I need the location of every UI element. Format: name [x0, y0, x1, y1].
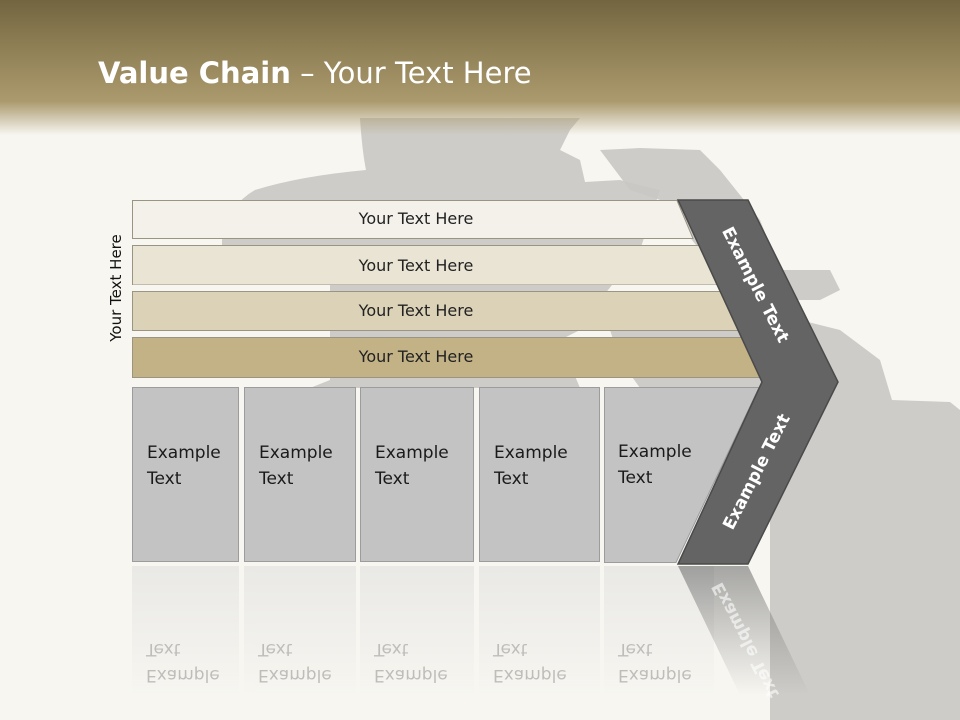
row-2[interactable]: Your Text Here — [132, 245, 718, 285]
row-1[interactable]: Your Text Here — [132, 200, 694, 239]
column-5-shape — [604, 387, 760, 563]
vertical-label: Your Text Here — [107, 234, 125, 342]
row-label: Your Text Here — [358, 301, 474, 320]
row-label: Your Text Here — [358, 256, 474, 275]
row-label: Your Text Here — [358, 209, 474, 228]
value-chevron[interactable] — [660, 195, 850, 715]
row-3[interactable]: Your Text Here — [132, 291, 742, 331]
row-4[interactable]: Your Text Here — [132, 337, 766, 378]
slide-title: Value Chain – Your Text Here — [98, 56, 532, 90]
chevron-shape — [676, 199, 839, 565]
row-label: Your Text Here — [358, 347, 474, 366]
title-bar — [0, 0, 960, 135]
chevron-reflection — [678, 566, 810, 695]
